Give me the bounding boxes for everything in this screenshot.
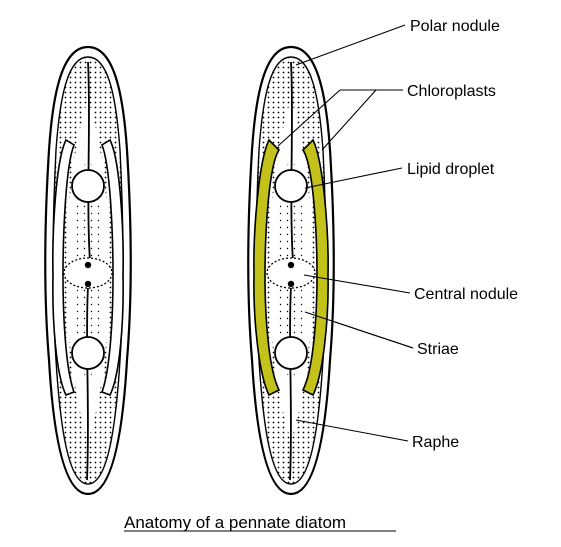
figure-caption: Anatomy of a pennate diatom [124,513,346,532]
chloroplast-outline-right [100,138,124,397]
diatom-right [247,45,335,496]
chloroplast-outline-left [52,138,76,397]
chloroplast-right [301,138,329,397]
chloroplast-left [253,138,281,397]
label-raphe: Raphe [412,434,459,451]
leader-chloroplasts-b [277,89,341,147]
leader-central-nodule [303,274,411,294]
leader-polar-nodule [295,24,406,66]
label-chloroplasts: Chloroplasts [407,83,496,100]
label-lipid-droplet: Lipid droplet [407,161,495,178]
label-polar-nodule: Polar nodule [410,18,500,35]
leader-raphe [295,419,409,442]
leader-striae-b [304,311,414,349]
leader-chloroplasts-c [321,89,377,151]
diatom-left [44,45,132,496]
leader-lipid-droplet [304,167,403,189]
label-striae: Striae [417,341,459,358]
label-central-nodule: Central nodule [414,286,518,303]
leader-lines [277,24,414,442]
